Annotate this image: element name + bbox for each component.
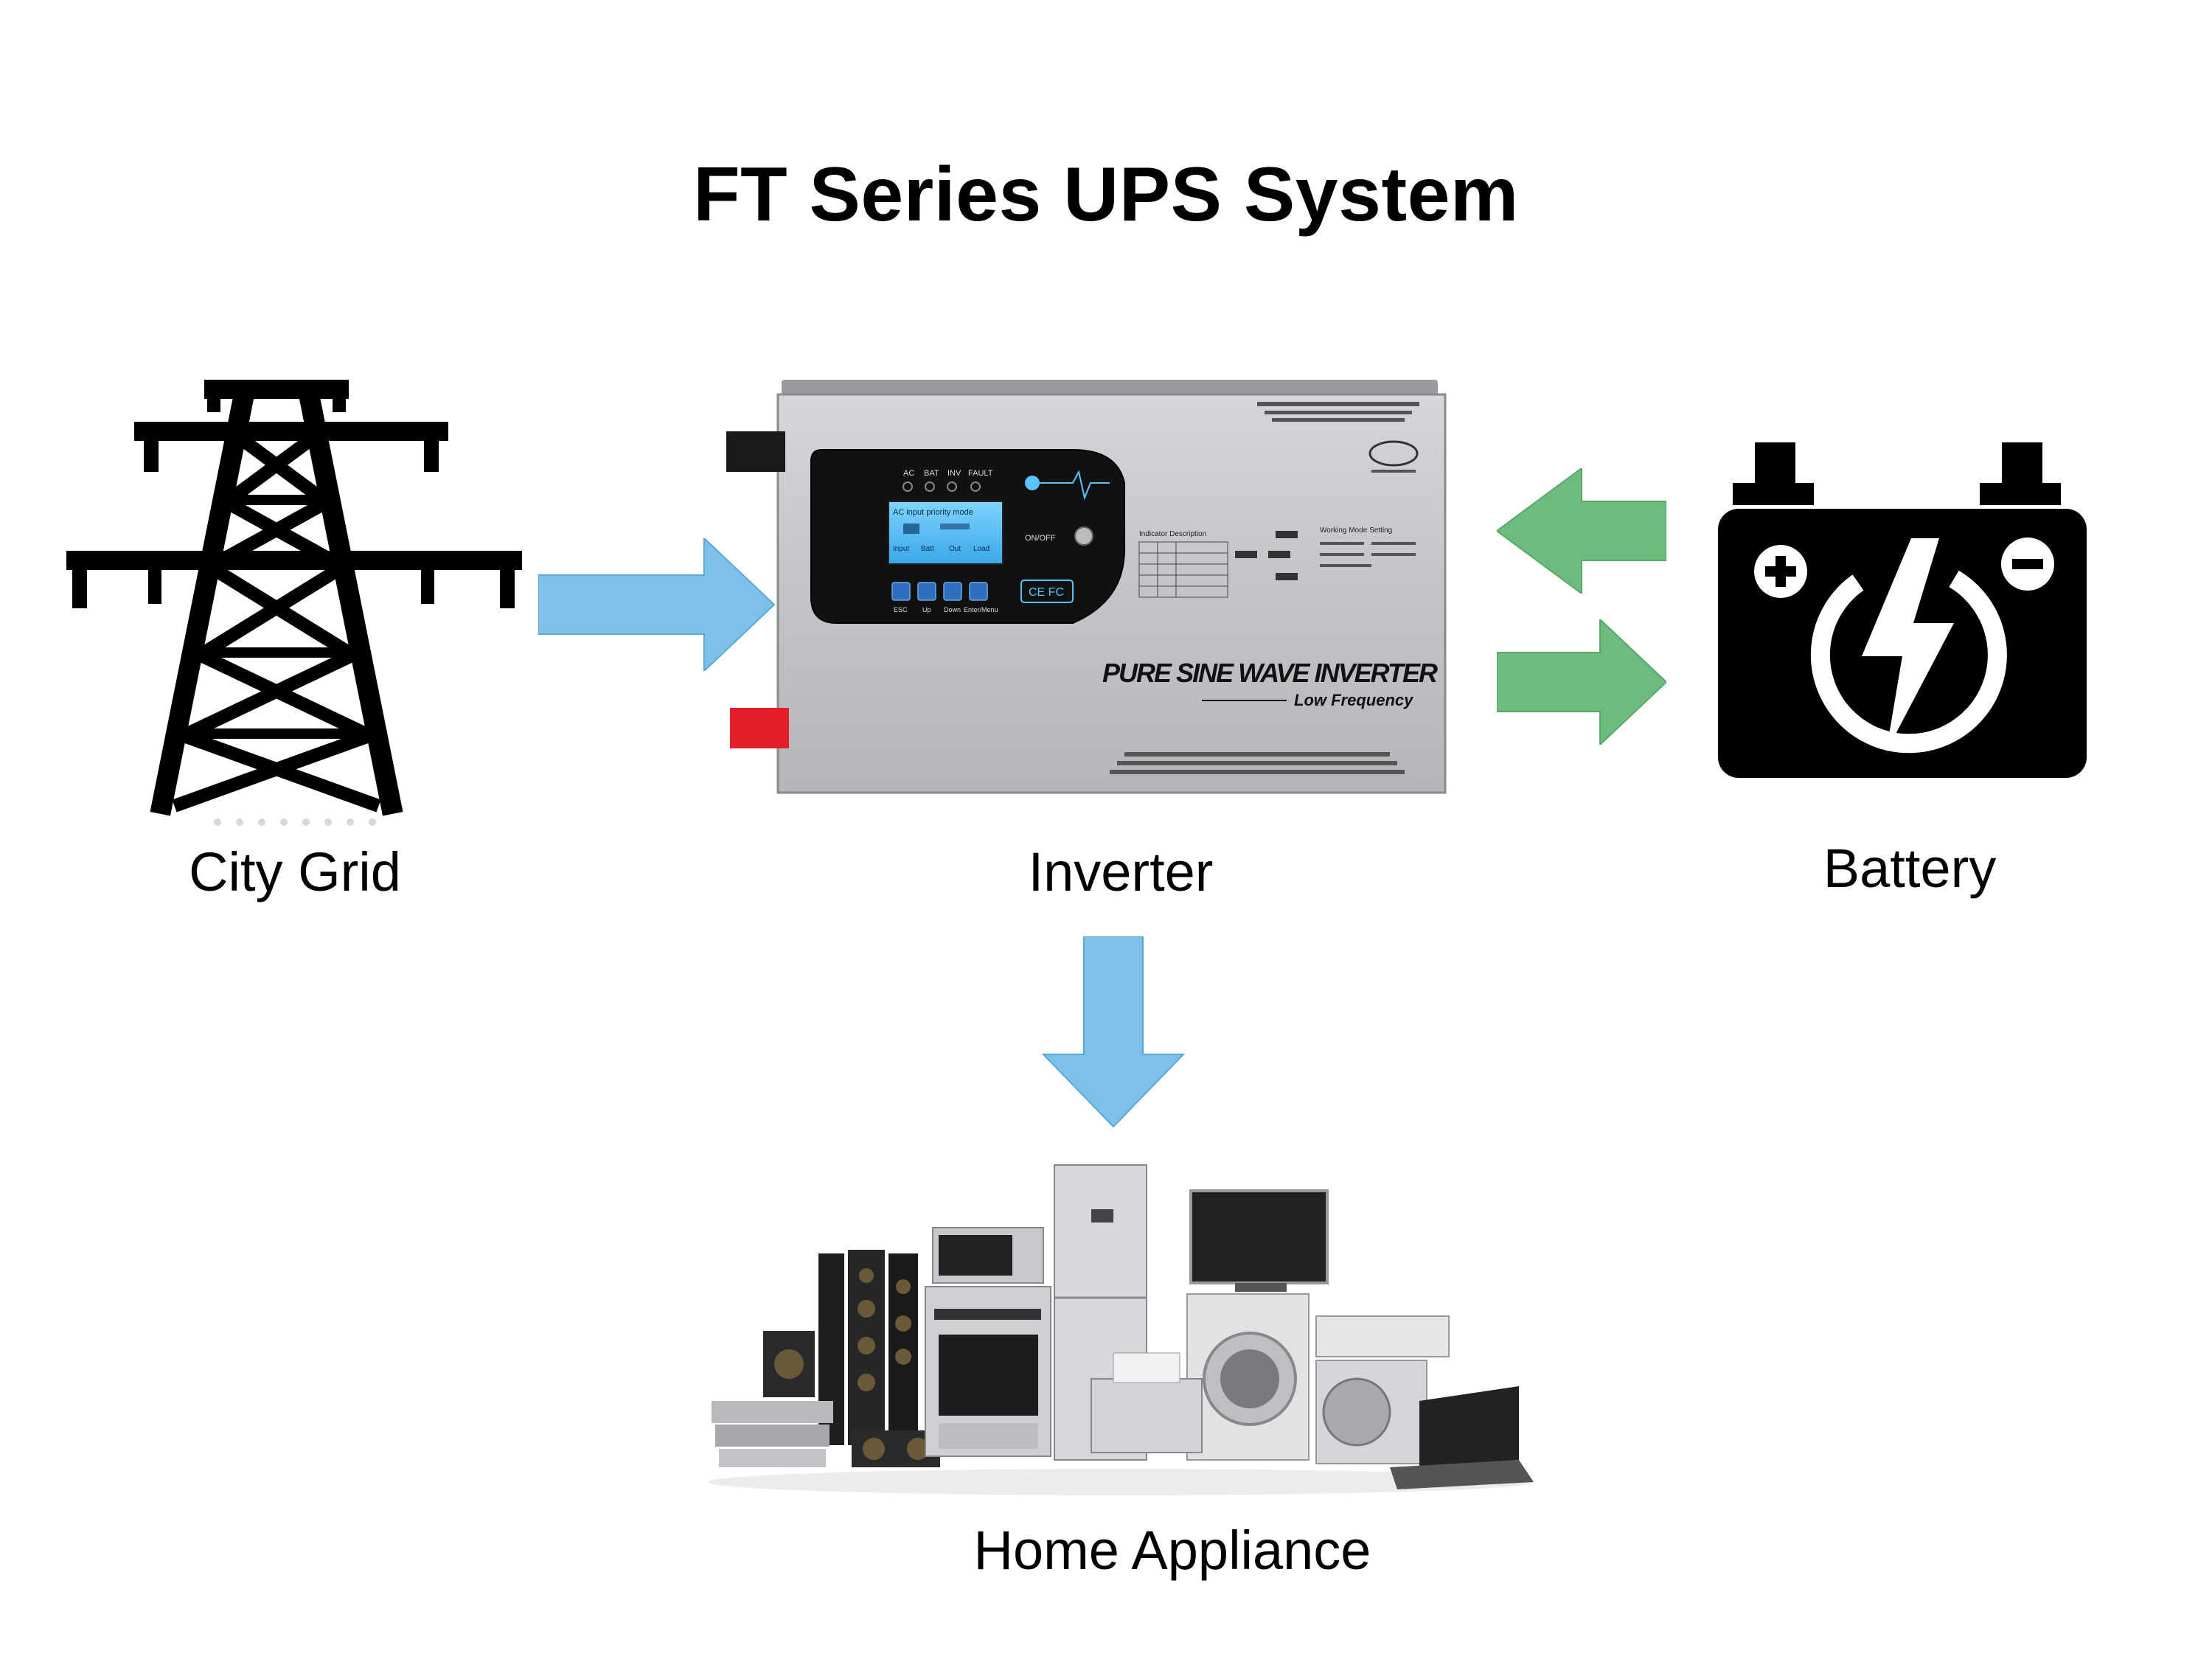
indicator-fault: FAULT xyxy=(968,469,993,478)
node-label-city-grid: City Grid xyxy=(189,841,401,902)
lcd-load: Load xyxy=(973,545,990,553)
arrow-grid-to-inverter xyxy=(538,538,776,671)
button-enter: Enter/Menu xyxy=(964,606,998,613)
arrow-battery-to-inverter xyxy=(1497,468,1666,594)
indicator-inv: INV xyxy=(947,469,961,478)
inverter-unit: AC BAT INV FAULT AC input priority mode … xyxy=(726,380,1447,794)
arrow-inverter-to-battery xyxy=(1497,619,1666,745)
lcd-input: Input xyxy=(893,545,909,553)
product-name: PURE SINE WAVE INVERTER xyxy=(1102,658,1438,688)
power-tower-icon xyxy=(66,380,522,826)
arrow-inverter-to-home xyxy=(1041,936,1186,1128)
power-button-label: ON/OFF xyxy=(1025,534,1056,543)
node-label-home-appliance: Home Appliance xyxy=(973,1520,1371,1581)
working-mode-setting: Working Mode Setting xyxy=(1320,526,1392,535)
lcd-out: Out xyxy=(949,545,961,553)
node-label-inverter: Inverter xyxy=(1028,841,1214,902)
indicator-description: Indicator Description xyxy=(1139,530,1206,538)
battery-lightning-icon xyxy=(1718,442,2087,778)
indicator-bat: BAT xyxy=(924,469,939,478)
diagram-title: FT Series UPS System xyxy=(693,152,1519,237)
product-subtitle: Low Frequency xyxy=(1294,691,1414,709)
button-down: Down xyxy=(944,606,961,613)
cert-mark: CE FC xyxy=(1029,586,1064,599)
button-esc: ESC xyxy=(894,606,908,613)
indicator-ac: AC xyxy=(903,469,914,478)
lcd-mode: AC input priority mode xyxy=(893,508,973,517)
lcd-batt: Batt xyxy=(921,545,934,553)
button-up: Up xyxy=(922,606,931,613)
home-appliances-image xyxy=(708,1164,1534,1495)
node-label-battery: Battery xyxy=(1823,838,1997,899)
